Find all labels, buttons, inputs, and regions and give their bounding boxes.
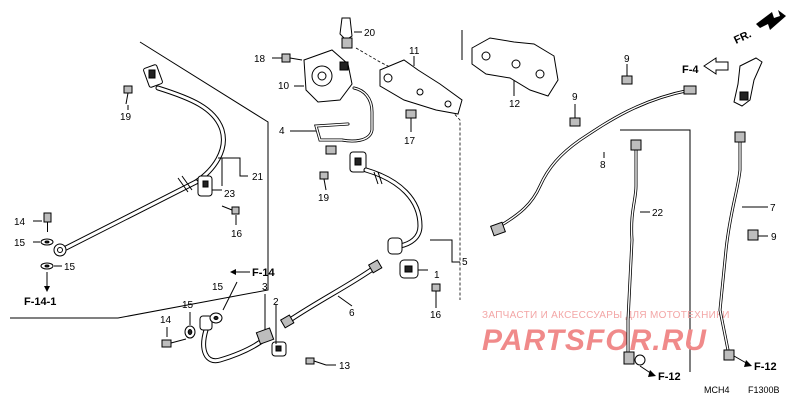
section-borders (10, 30, 691, 372)
callout-15-lower: 15 (182, 300, 194, 311)
callout-23: 23 (224, 189, 236, 200)
ref-front: FR. (732, 28, 753, 46)
callout-20: 20 (364, 28, 376, 39)
callout-16-center: 16 (430, 310, 442, 321)
callout-labels: 1 2 3 4 5 6 7 8 9 9 9 10 11 12 13 14 14 … (14, 28, 777, 372)
callout-13: 13 (339, 361, 351, 372)
front-direction-indicator (756, 10, 786, 30)
ref-f12-left: F-12 (658, 371, 681, 383)
ref-f14: F-14 (252, 267, 276, 279)
callout-21: 21 (252, 172, 264, 183)
upper-bracket-assembly (379, 37, 633, 132)
callout-5: 5 (462, 257, 468, 268)
diagram-codes: MCH4 F1300B (704, 385, 780, 395)
f4-reference (703, 57, 763, 107)
callout-3: 3 (262, 282, 268, 293)
callout-22: 22 (652, 208, 664, 219)
callout-14-left: 14 (14, 217, 26, 228)
long-brake-pipe-8 (490, 85, 697, 237)
callout-17: 17 (404, 136, 416, 147)
callout-15-left: 15 (14, 238, 26, 249)
callout-18: 18 (254, 54, 266, 65)
watermark: ЗАПЧАСТИ И АКСЕССУАРЫ ДЛЯ МОТОТЕХНИКИ PA… (482, 310, 730, 357)
callout-12: 12 (509, 99, 521, 110)
figure-code: F1300B (748, 385, 780, 395)
callout-11: 11 (409, 46, 420, 57)
callout-2: 2 (273, 297, 279, 308)
middle-brake-hose-assembly (319, 151, 460, 308)
master-cylinder-bracket-assembly (272, 17, 461, 300)
model-code: MCH4 (704, 385, 730, 395)
rear-brake-pipes-22-7 (623, 131, 768, 377)
callout-14-lower: 14 (160, 315, 172, 326)
callout-4: 4 (279, 126, 285, 137)
callout-9-top: 9 (624, 54, 630, 65)
rear-lower-hose-assembly (161, 259, 383, 366)
watermark-brand: PARTSFOR.RU (482, 324, 707, 357)
callout-7: 7 (770, 203, 776, 214)
callout-6: 6 (349, 308, 355, 319)
front-brake-hose-assembly (33, 64, 248, 292)
callout-15-f14: 15 (212, 282, 224, 293)
callout-8: 8 (600, 160, 606, 171)
section-reference-labels: F-4 F-12 F-12 F-14 F-14-1 FR. (24, 28, 777, 383)
callout-15-left-lower: 15 (64, 262, 76, 273)
ref-f14-1: F-14-1 (24, 296, 56, 308)
callout-9-right: 9 (771, 232, 777, 243)
ref-f12-right: F-12 (754, 361, 777, 373)
watermark-tagline: ЗАПЧАСТИ И АКСЕССУАРЫ ДЛЯ МОТОТЕХНИКИ (482, 310, 730, 321)
callout-9-mid: 9 (572, 92, 578, 103)
callout-19-center: 19 (318, 193, 330, 204)
callout-19-left: 19 (120, 112, 132, 123)
callout-16-left: 16 (231, 229, 243, 240)
callout-1: 1 (434, 270, 440, 281)
ref-f4: F-4 (682, 64, 699, 76)
callout-10: 10 (278, 81, 290, 92)
